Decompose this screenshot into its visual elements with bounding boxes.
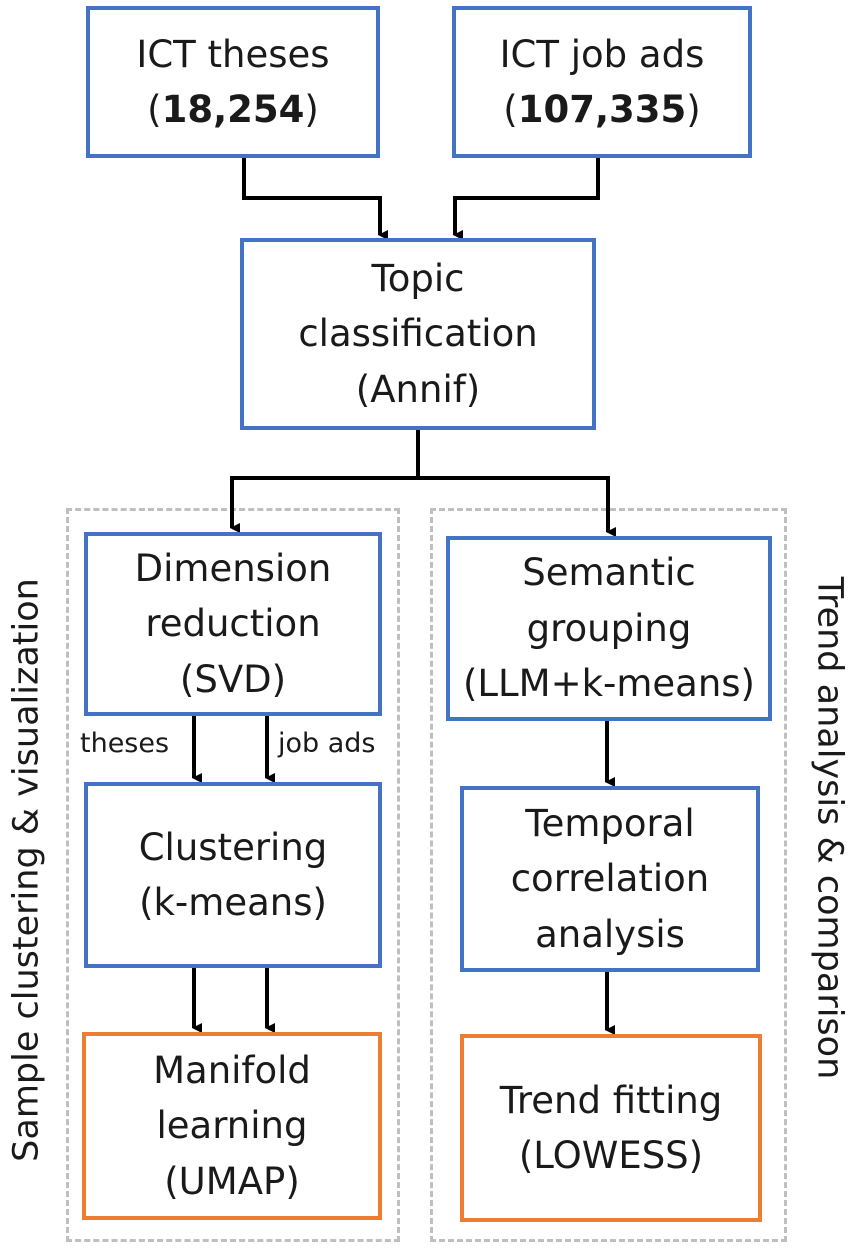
box-ict-job-ads-title: ICT job ads [499,32,705,76]
box-ict-theses: ICT theses (18,254) [86,6,380,158]
arrow-topic-to-semantic [418,476,616,537]
box-trend-line2: (LOWESS) [518,1134,704,1177]
group-label-sample-clustering: Sample clustering & visualization [6,578,47,1162]
box-dimension-reduction: Dimension reduction (SVD) [84,532,382,716]
box-manifold-line1: Manifold [153,1048,311,1092]
arrow-topic-to-dimension [230,476,418,533]
box-ict-theses-title: ICT theses [136,32,330,76]
box-manifold-line2: learning [156,1104,308,1148]
box-topic-line3: (Annif) [355,367,481,411]
arrow-theses-to-topic [242,158,388,240]
edge-label-job-ads: job ads [278,728,376,759]
box-semantic-line3: (LLM+k-means) [462,662,755,706]
box-ict-job-ads-count: 107,335 [517,88,687,131]
box-dimension-line2: reduction [145,602,321,646]
box-clustering: Clustering (k-means) [84,782,382,968]
box-ict-theses-count-line: (18,254) [147,88,319,131]
edge-label-theses: theses [80,728,170,759]
box-clustering-line2: (k-means) [139,881,327,924]
box-trend-line1: Trend fitting [499,1078,723,1122]
box-clustering-line1: Clustering [138,825,328,869]
box-dimension-line3: (SVD) [179,657,287,701]
box-manifold-learning: Manifold learning (UMAP) [82,1032,382,1220]
group-label-trend-analysis: Trend analysis & comparison [809,576,850,1080]
box-semantic-line2: grouping [526,606,692,650]
box-semantic-grouping: Semantic grouping (LLM+k-means) [446,536,772,721]
box-temporal-line3: analysis [535,912,685,956]
box-manifold-line3: (UMAP) [164,1159,300,1203]
box-topic-classification: Topic classification (Annif) [240,238,596,430]
box-temporal-line2: correlation [510,857,710,901]
box-dimension-line1: Dimension [134,546,332,590]
box-temporal-correlation: Temporal correlation analysis [460,786,760,972]
arrow-jobads-to-topic [453,158,600,240]
box-trend-fitting: Trend fitting (LOWESS) [460,1034,762,1222]
box-temporal-line1: Temporal [525,801,695,845]
box-topic-line1: Topic [371,256,465,300]
box-ict-job-ads: ICT job ads (107,335) [452,6,752,158]
box-ict-job-ads-count-line: (107,335) [503,88,701,131]
box-semantic-line1: Semantic [522,551,696,595]
box-topic-line2: classification [298,312,538,356]
box-ict-theses-count: 18,254 [161,88,305,131]
